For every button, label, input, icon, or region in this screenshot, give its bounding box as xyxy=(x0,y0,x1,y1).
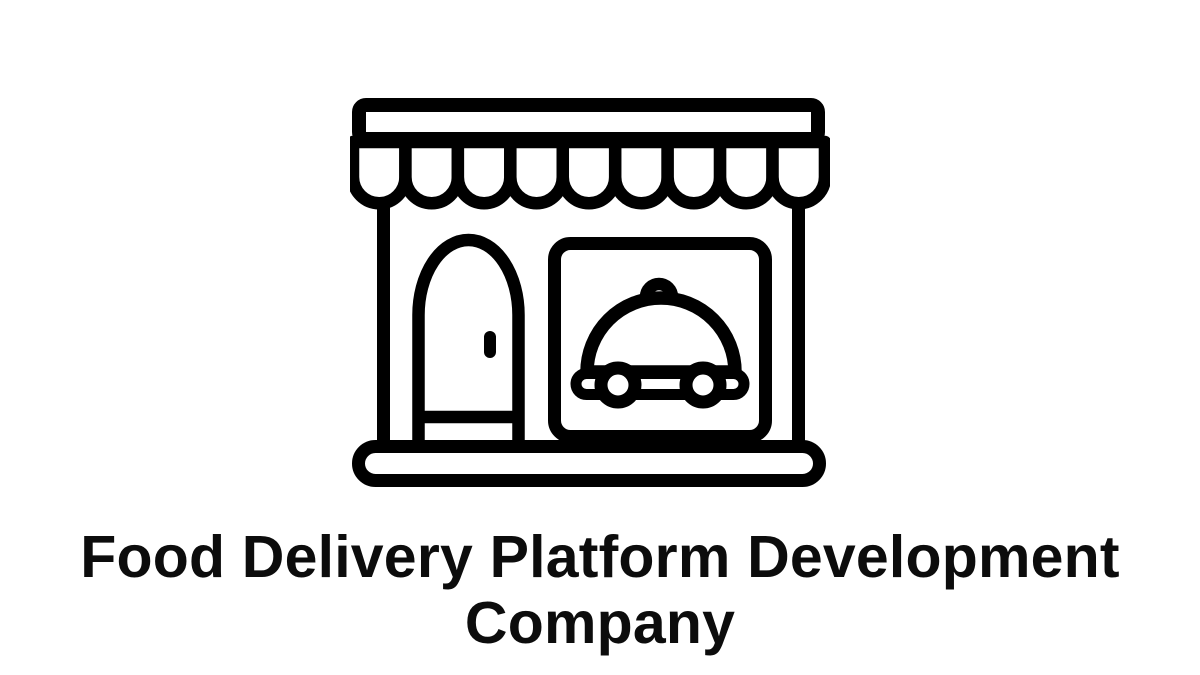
cloche-dome xyxy=(580,291,742,379)
storefront-food-delivery-icon xyxy=(346,98,832,487)
page-title-line2: Company xyxy=(464,590,736,656)
arched-door xyxy=(412,233,525,454)
page-title: Food Delivery Platform Development Compa… xyxy=(0,524,1200,656)
right-wheel xyxy=(679,361,727,409)
storefront-base xyxy=(352,440,826,487)
storefront-icon-container xyxy=(346,90,832,490)
left-wheel xyxy=(594,361,642,409)
page-title-line1: Food Delivery Platform Development xyxy=(80,524,1120,590)
door-handle xyxy=(484,331,496,358)
awning-scallops xyxy=(346,135,832,210)
awning-sign-board xyxy=(352,98,825,146)
